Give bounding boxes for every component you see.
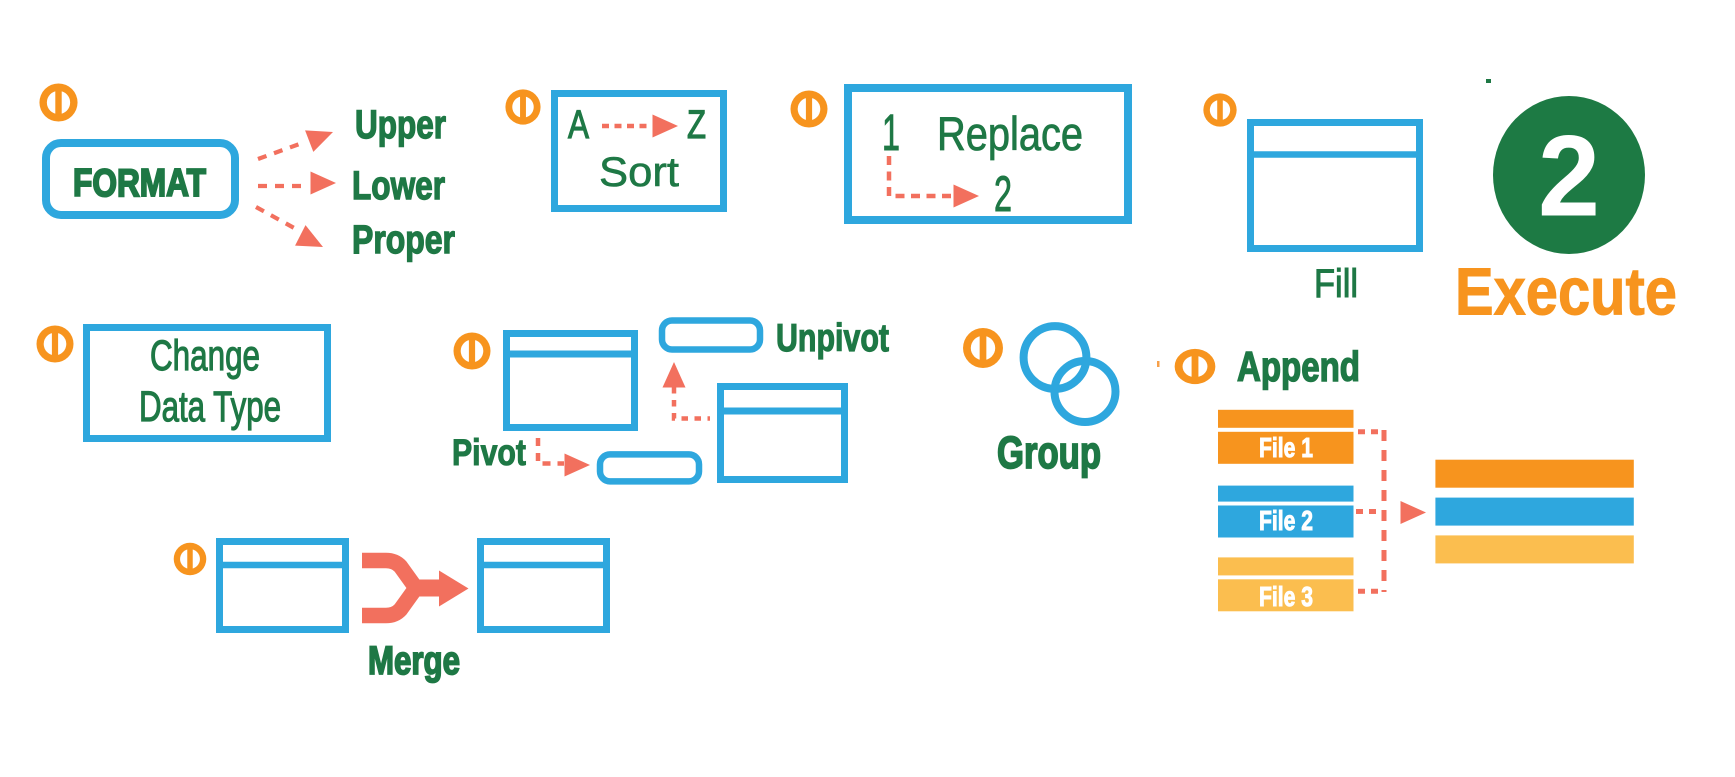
svg-text:Group: Group bbox=[997, 427, 1101, 478]
svg-text:Z: Z bbox=[687, 103, 706, 147]
svg-text:Data Type: Data Type bbox=[139, 383, 281, 431]
svg-text:2: 2 bbox=[1538, 113, 1600, 241]
svg-text:Change: Change bbox=[150, 332, 260, 380]
svg-text:1: 1 bbox=[882, 104, 900, 161]
svg-text:Replace: Replace bbox=[937, 107, 1083, 160]
svg-text:Sort: Sort bbox=[599, 148, 679, 195]
svg-text:Merge: Merge bbox=[368, 639, 460, 683]
svg-text:Pivot: Pivot bbox=[452, 432, 526, 473]
svg-text:A: A bbox=[568, 103, 589, 147]
svg-text:FORMAT: FORMAT bbox=[73, 162, 206, 205]
svg-text:Upper: Upper bbox=[355, 103, 446, 147]
svg-text:Append: Append bbox=[1237, 343, 1360, 390]
svg-text:Unpivot: Unpivot bbox=[776, 317, 889, 360]
svg-text:File 2: File 2 bbox=[1259, 505, 1313, 536]
svg-text:Execute: Execute bbox=[1455, 255, 1677, 330]
svg-text:2: 2 bbox=[994, 166, 1012, 222]
svg-text:File 1: File 1 bbox=[1259, 432, 1313, 463]
svg-text:Lower: Lower bbox=[352, 164, 445, 208]
svg-text:Fill: Fill bbox=[1314, 262, 1358, 306]
svg-text:File 3: File 3 bbox=[1259, 581, 1313, 612]
svg-text:Proper: Proper bbox=[352, 218, 455, 262]
